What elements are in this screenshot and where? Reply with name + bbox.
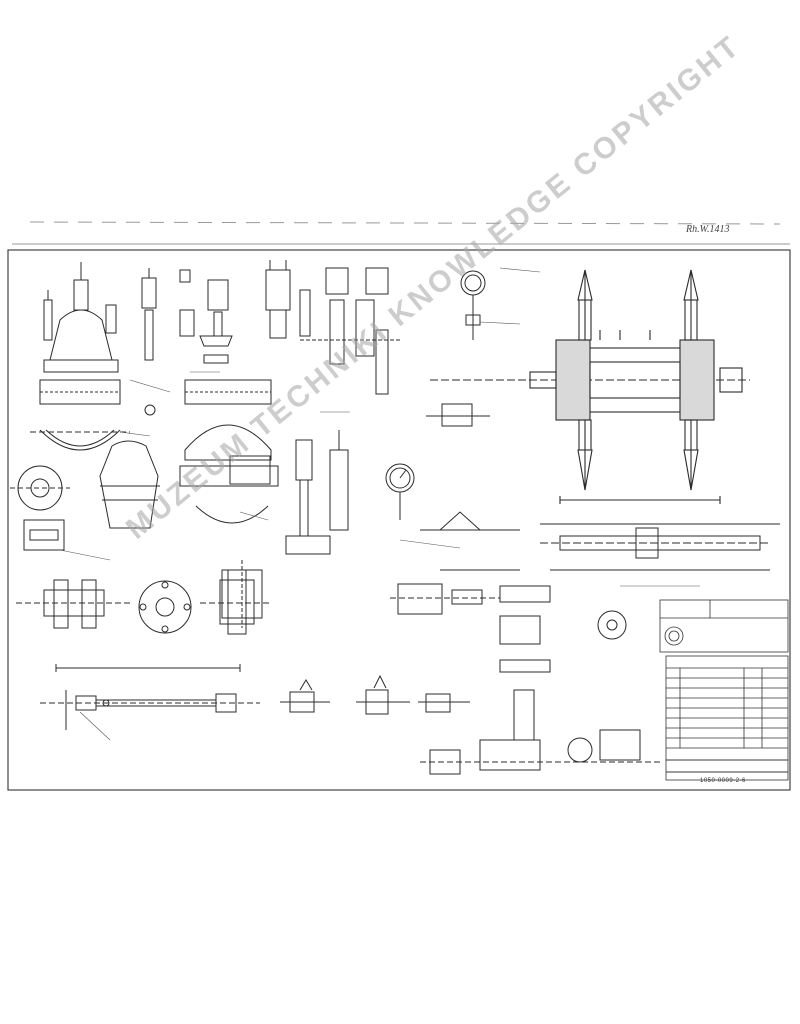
- part-flange-halves: [10, 379, 279, 551]
- part-fixture-plate: [390, 511, 551, 615]
- title-block: [659, 599, 789, 781]
- part-coupling-views: [16, 569, 270, 635]
- corner-mark: Rh.W.1413: [686, 224, 730, 235]
- sheet-number: 1050-0009-2-6: [700, 778, 746, 784]
- part-rod-ends: [141, 260, 400, 395]
- part-right-small-parts: [420, 610, 660, 775]
- part-main-shaft-assembly: [430, 269, 750, 504]
- sheet-border: [7, 249, 791, 791]
- top-edge-marks: [29, 221, 781, 225]
- part-dial-gauges: [385, 270, 490, 520]
- part-center-assembly: [221, 430, 349, 628]
- part-right-long-shaft: [540, 523, 780, 571]
- annotation-leaders: [59, 267, 700, 741]
- part-clamp-yoke: [30, 262, 156, 451]
- part-long-shaft: [40, 664, 260, 730]
- part-small-fittings: [280, 674, 470, 715]
